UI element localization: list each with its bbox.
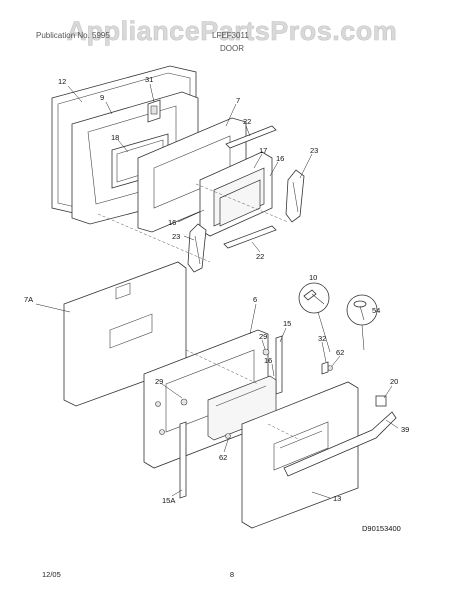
callout-16-left: 16 xyxy=(168,218,176,227)
callout-23-left: 23 xyxy=(172,232,180,241)
glass-retainer-strip-bottom xyxy=(223,225,277,249)
glass-retainer-strip-top xyxy=(225,125,277,149)
callout-22-bottom: 22 xyxy=(256,252,264,261)
callout-13: 13 xyxy=(333,494,341,503)
callout-29-left: 29 xyxy=(155,377,163,386)
door-channel-left xyxy=(179,421,187,499)
callout-10: 10 xyxy=(309,273,317,282)
outer-door-assembly xyxy=(63,261,397,529)
callout-leaders xyxy=(35,83,399,499)
callout-29-right: 29 xyxy=(259,332,267,341)
hinge-right-part xyxy=(285,169,305,223)
callout-16-right: 16 xyxy=(276,154,284,163)
callout-15A: 15A xyxy=(162,496,175,505)
callout-6: 6 xyxy=(253,295,257,304)
callout-22-top: 22 xyxy=(243,117,251,126)
callout-7A: 7A xyxy=(24,295,33,304)
door-liner-assembly xyxy=(51,65,305,273)
publication-number: Publication No. 5995 xyxy=(36,31,110,40)
detail-screw-10 xyxy=(298,282,331,353)
callout-18: 18 xyxy=(111,133,119,142)
callout-12: 12 xyxy=(58,77,66,86)
callout-62-upper: 62 xyxy=(336,348,344,357)
callout-39: 39 xyxy=(401,425,409,434)
screw-62-lower xyxy=(225,433,231,439)
handle-end-cap-part xyxy=(375,395,387,407)
callout-16-lower: 16 xyxy=(264,356,272,365)
callout-17: 17 xyxy=(259,146,267,155)
door-handle-part xyxy=(283,411,397,477)
callout-20: 20 xyxy=(390,377,398,386)
model-number: LFEF3011 xyxy=(212,31,249,40)
callout-23-right: 23 xyxy=(310,146,318,155)
section-title: DOOR xyxy=(220,44,244,53)
door-channel-right xyxy=(275,335,283,395)
callout-32: 32 xyxy=(318,334,326,343)
callout-15: 15 xyxy=(283,319,291,328)
callout-54: 54 xyxy=(372,306,380,315)
callout-9: 9 xyxy=(100,93,104,102)
screw-29-right xyxy=(262,348,270,356)
diagram-id: D90153400 xyxy=(362,524,401,533)
screw-29-left xyxy=(180,398,188,406)
footer-page-number: 8 xyxy=(230,570,234,579)
bracket-32-part xyxy=(321,361,329,375)
detail-screw-54 xyxy=(346,294,378,351)
callout-labels: 12 9 31 7 18 22 17 16 23 16 23 22 7A 6 1… xyxy=(24,75,409,505)
footer-date: 12/05 xyxy=(42,570,61,579)
callout-31: 31 xyxy=(145,75,153,84)
outer-door-panel-part xyxy=(241,381,359,529)
callout-62-lower: 62 xyxy=(219,453,227,462)
watermark-text: AppliancePartsPros.com xyxy=(67,16,398,46)
callout-7: 7 xyxy=(236,96,240,105)
